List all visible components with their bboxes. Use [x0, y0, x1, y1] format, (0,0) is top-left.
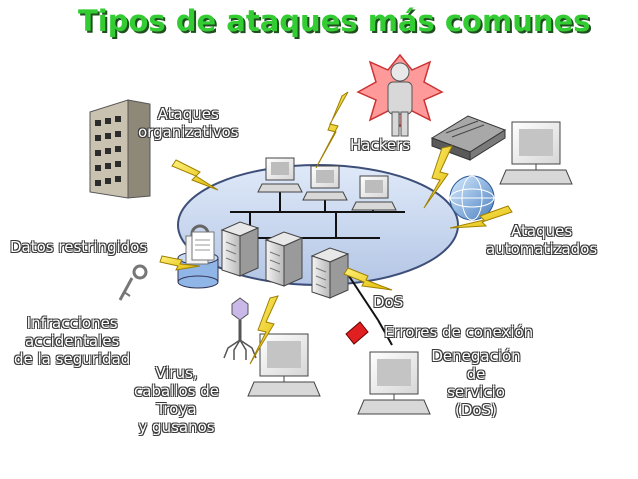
globe-icon: [449, 175, 495, 221]
label-denial-of-service: Denegación de servicio (DoS): [431, 347, 521, 419]
server-tower-1-icon: [220, 221, 260, 277]
lightning-bolt-icon: [171, 159, 219, 191]
desktop-computer-2-icon: [302, 165, 348, 201]
computer-right-top-icon: [499, 121, 573, 185]
hacker-icon: [356, 53, 444, 137]
lightning-bolt-icon: [159, 255, 201, 271]
office-building-icon: [89, 99, 151, 199]
lightning-bolt-icon: [449, 205, 513, 229]
label-virus-trojans-worms: Virus, caballos de Troya y gusanos: [134, 364, 219, 436]
server-tower-3-icon: [310, 247, 350, 299]
label-automated-attacks: Ataques automatizados: [486, 222, 598, 258]
virus-icon: [223, 297, 257, 360]
computer-bottom-right-icon: [357, 351, 431, 415]
connection-error-marker: [345, 321, 369, 345]
lightning-bolt-icon: [423, 145, 453, 209]
key-icon: [118, 264, 148, 301]
lightning-bolt-icon: [343, 267, 393, 291]
label-restricted-data: Datos restringidos: [10, 238, 148, 256]
server-tower-2-icon: [264, 231, 304, 287]
label-organizational-attacks: Ataques organizativos: [138, 105, 239, 141]
lightning-bolt-icon: [315, 91, 349, 169]
documents-icon: [185, 231, 215, 265]
label-hackers: Hackers: [350, 136, 411, 154]
desktop-computer-1-icon: [257, 157, 303, 193]
desktop-computer-3-icon: [351, 175, 397, 211]
slide-title: Tipos de ataques más comunes: [78, 4, 591, 38]
label-connection-errors: Errores de conexión: [384, 323, 534, 341]
network-lines: [230, 190, 405, 346]
computer-bottom-center-icon: [247, 333, 321, 397]
label-dos: DoS: [373, 293, 404, 311]
label-accidental-security-breaches: Infracciones accidentales de la segurida…: [14, 314, 131, 368]
lightning-bolt-icon: [249, 295, 279, 365]
